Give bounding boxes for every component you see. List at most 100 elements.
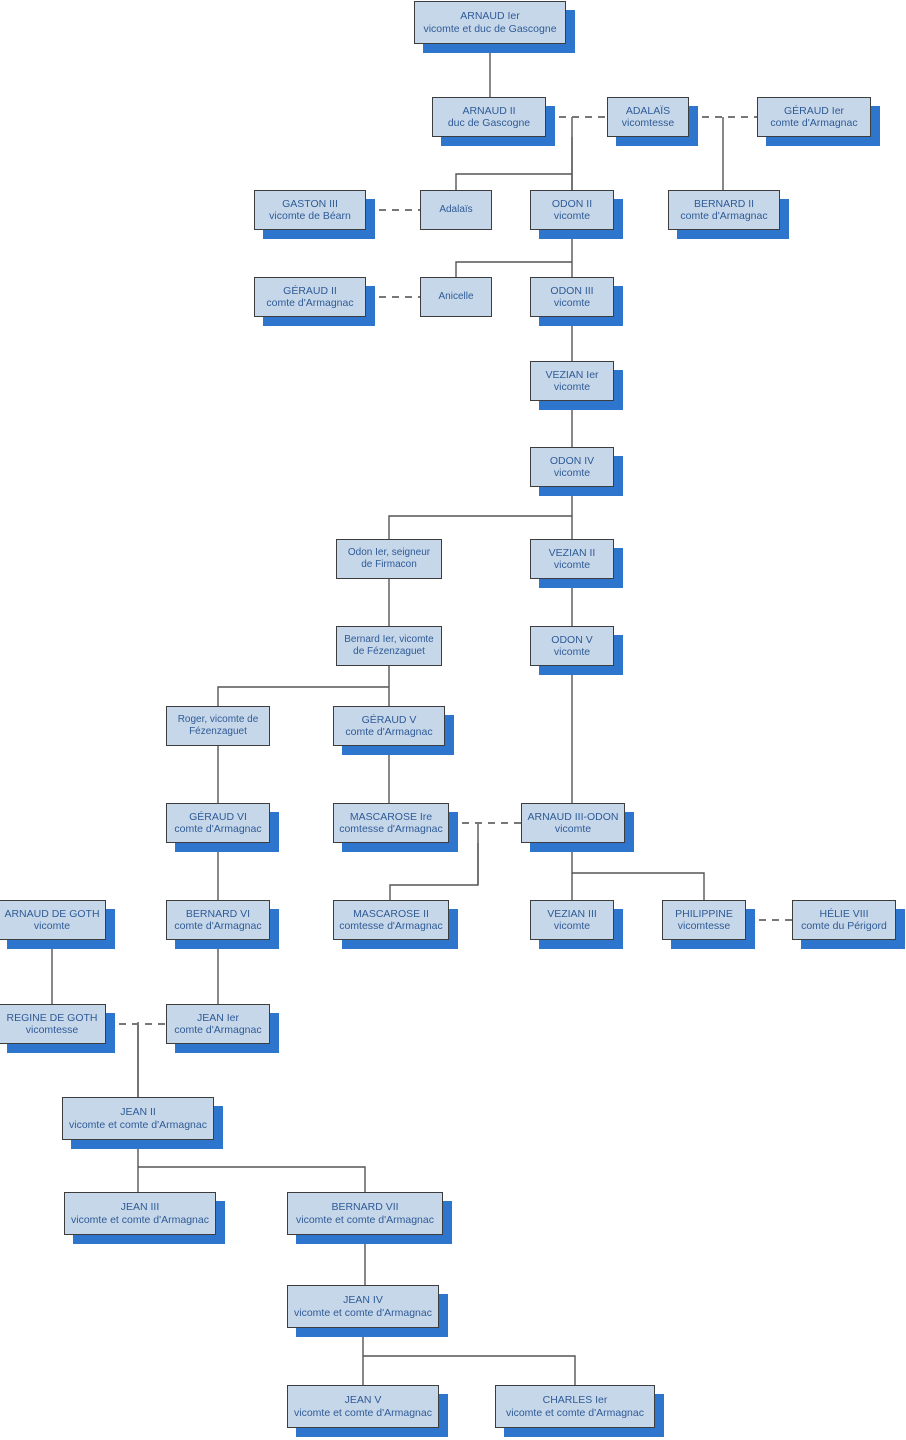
person-title: Fézenzaguet xyxy=(189,726,247,737)
person-name: REGINE DE GOTH xyxy=(6,1011,98,1024)
person-name: GÉRAUD V xyxy=(361,713,417,726)
person-name: ARNAUD Ier xyxy=(460,10,520,23)
person-name: GASTON III xyxy=(282,197,338,210)
person-title: vicomtesse xyxy=(677,920,731,932)
person-node-adalais[interactable]: Adalaïs xyxy=(420,190,492,230)
person-title: vicomte xyxy=(553,297,591,309)
person-title: vicomte xyxy=(553,920,591,932)
person-title: duc de Gascogne xyxy=(447,117,531,129)
connector-line xyxy=(455,173,572,190)
connector-line xyxy=(572,872,705,900)
connector-line xyxy=(455,261,572,277)
person-title: vicomte et comte d'Armagnac xyxy=(71,1213,209,1226)
person-name: BERNARD VI xyxy=(185,907,251,920)
person-title: comte d'Armagnac xyxy=(174,1024,262,1036)
person-title: vicomte xyxy=(553,210,591,222)
person-title: de Fézenzaguet xyxy=(353,646,425,657)
person-name: BERNARD VII xyxy=(331,1201,399,1214)
person-title: vicomte xyxy=(553,559,591,571)
person-title: vicomte et comte d'Armagnac xyxy=(294,1306,432,1319)
person-title: vicomte et comte d'Armagnac xyxy=(69,1118,207,1131)
person-title: vicomte et comte d'Armagnac xyxy=(294,1406,432,1419)
person-name: ODON V xyxy=(551,633,593,646)
person-name: GÉRAUD II xyxy=(283,284,337,297)
person-name: VEZIAN Ier xyxy=(545,368,599,381)
person-name: ODON IV xyxy=(549,454,595,467)
person-name: ODON III xyxy=(550,284,594,297)
person-title: vicomtesse xyxy=(621,117,675,129)
person-name: CHARLES Ier xyxy=(542,1394,608,1407)
person-name: Bernard Ier, vicomte xyxy=(344,634,434,646)
person-name: ARNAUD II xyxy=(462,104,516,117)
person-title: vicomte et duc de Gascogne xyxy=(423,22,557,35)
person-name: Odon Ier, seigneur xyxy=(347,547,431,559)
person-name: ARNAUD III-ODON xyxy=(527,810,619,823)
person-name: GÉRAUD Ier xyxy=(783,104,845,117)
person-name: JEAN V xyxy=(344,1394,382,1407)
person-title: comte d'Armagnac xyxy=(174,823,262,835)
person-name: Adalaïs xyxy=(439,204,473,216)
person-title: de Firmacon xyxy=(361,559,417,570)
person-node-anicelle[interactable]: Anicelle xyxy=(420,277,492,317)
person-title: vicomte xyxy=(553,467,591,479)
connector-line xyxy=(363,1355,576,1385)
person-title: comte d'Armagnac xyxy=(174,920,262,932)
person-name: BERNARD II xyxy=(693,197,755,210)
person-title: comte d'Armagnac xyxy=(680,210,768,222)
person-name: JEAN Ier xyxy=(196,1011,239,1024)
person-name: GÉRAUD VI xyxy=(189,810,247,823)
connector-line xyxy=(217,686,389,706)
person-title: vicomte xyxy=(553,381,591,393)
person-name: JEAN III xyxy=(120,1201,160,1214)
person-name: MASCAROSE II xyxy=(353,907,429,920)
person-name: VEZIAN III xyxy=(547,907,597,920)
person-name: JEAN IV xyxy=(343,1294,383,1307)
person-name: Anicelle xyxy=(438,291,474,303)
person-title: vicomtesse xyxy=(25,1024,79,1036)
person-title: vicomte xyxy=(554,823,592,835)
person-title: comte d'Armagnac xyxy=(266,297,354,309)
connector-line xyxy=(138,1166,366,1192)
person-title: vicomte de Béarn xyxy=(269,210,351,222)
person-name: JEAN II xyxy=(120,1106,156,1119)
person-name: PHILIPPINE xyxy=(675,907,733,920)
person-name: VEZIAN II xyxy=(548,546,596,559)
person-title: vicomte et comte d'Armagnac xyxy=(296,1213,434,1226)
person-title: comte du Périgord xyxy=(801,920,887,932)
